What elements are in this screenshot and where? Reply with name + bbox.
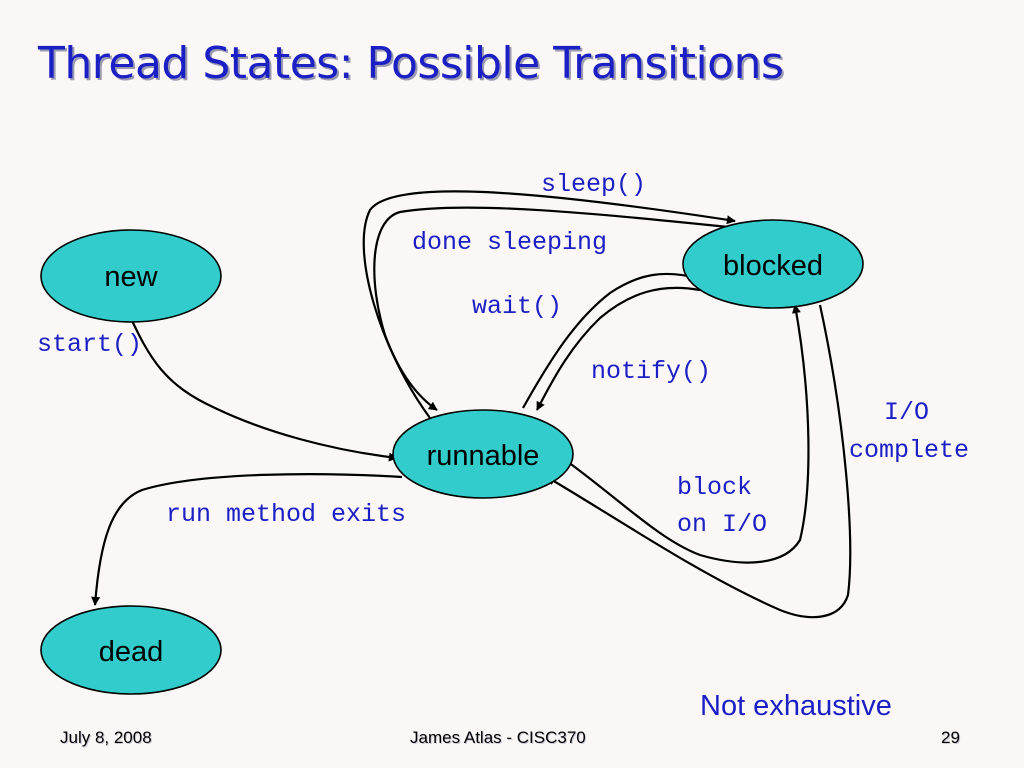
state-dead-label: dead — [99, 636, 164, 668]
state-new: new — [40, 229, 222, 323]
state-blocked-label: blocked — [723, 250, 823, 282]
edge-done-sleeping — [373, 206, 739, 411]
label-block-io-line1: block — [677, 473, 752, 502]
state-runnable-label: runnable — [427, 440, 540, 472]
state-runnable: runnable — [392, 409, 574, 499]
footer-date: July 8, 2008 — [60, 728, 152, 747]
label-notify: notify() — [591, 357, 711, 386]
edge-io-complete — [546, 304, 852, 619]
label-done-sleeping: done sleeping — [412, 228, 607, 257]
label-wait: wait() — [472, 292, 562, 321]
edge-run-exits — [91, 473, 403, 606]
label-block-io-line2: on I/O — [677, 510, 767, 539]
edge-wait — [522, 271, 698, 409]
label-start: start() — [37, 330, 142, 359]
edge-start — [127, 311, 398, 462]
edge-notify — [536, 286, 701, 411]
state-dead: dead — [40, 605, 222, 695]
label-sleep: sleep() — [541, 170, 646, 199]
label-run-exits: run method exits — [166, 500, 406, 529]
label-io-complete-line1: I/O — [884, 398, 929, 427]
slide-title: Thread States: Possible Transitions — [38, 38, 784, 89]
footer-page-number: 29 — [941, 728, 960, 747]
state-new-label: new — [104, 261, 158, 293]
footer-author: James Atlas - CISC370 — [410, 728, 586, 747]
note-not-exhaustive: Not exhaustive — [700, 690, 892, 722]
label-io-complete-line2: complete — [849, 436, 969, 465]
state-blocked: blocked — [682, 219, 864, 309]
edge-block-on-io — [567, 304, 810, 564]
